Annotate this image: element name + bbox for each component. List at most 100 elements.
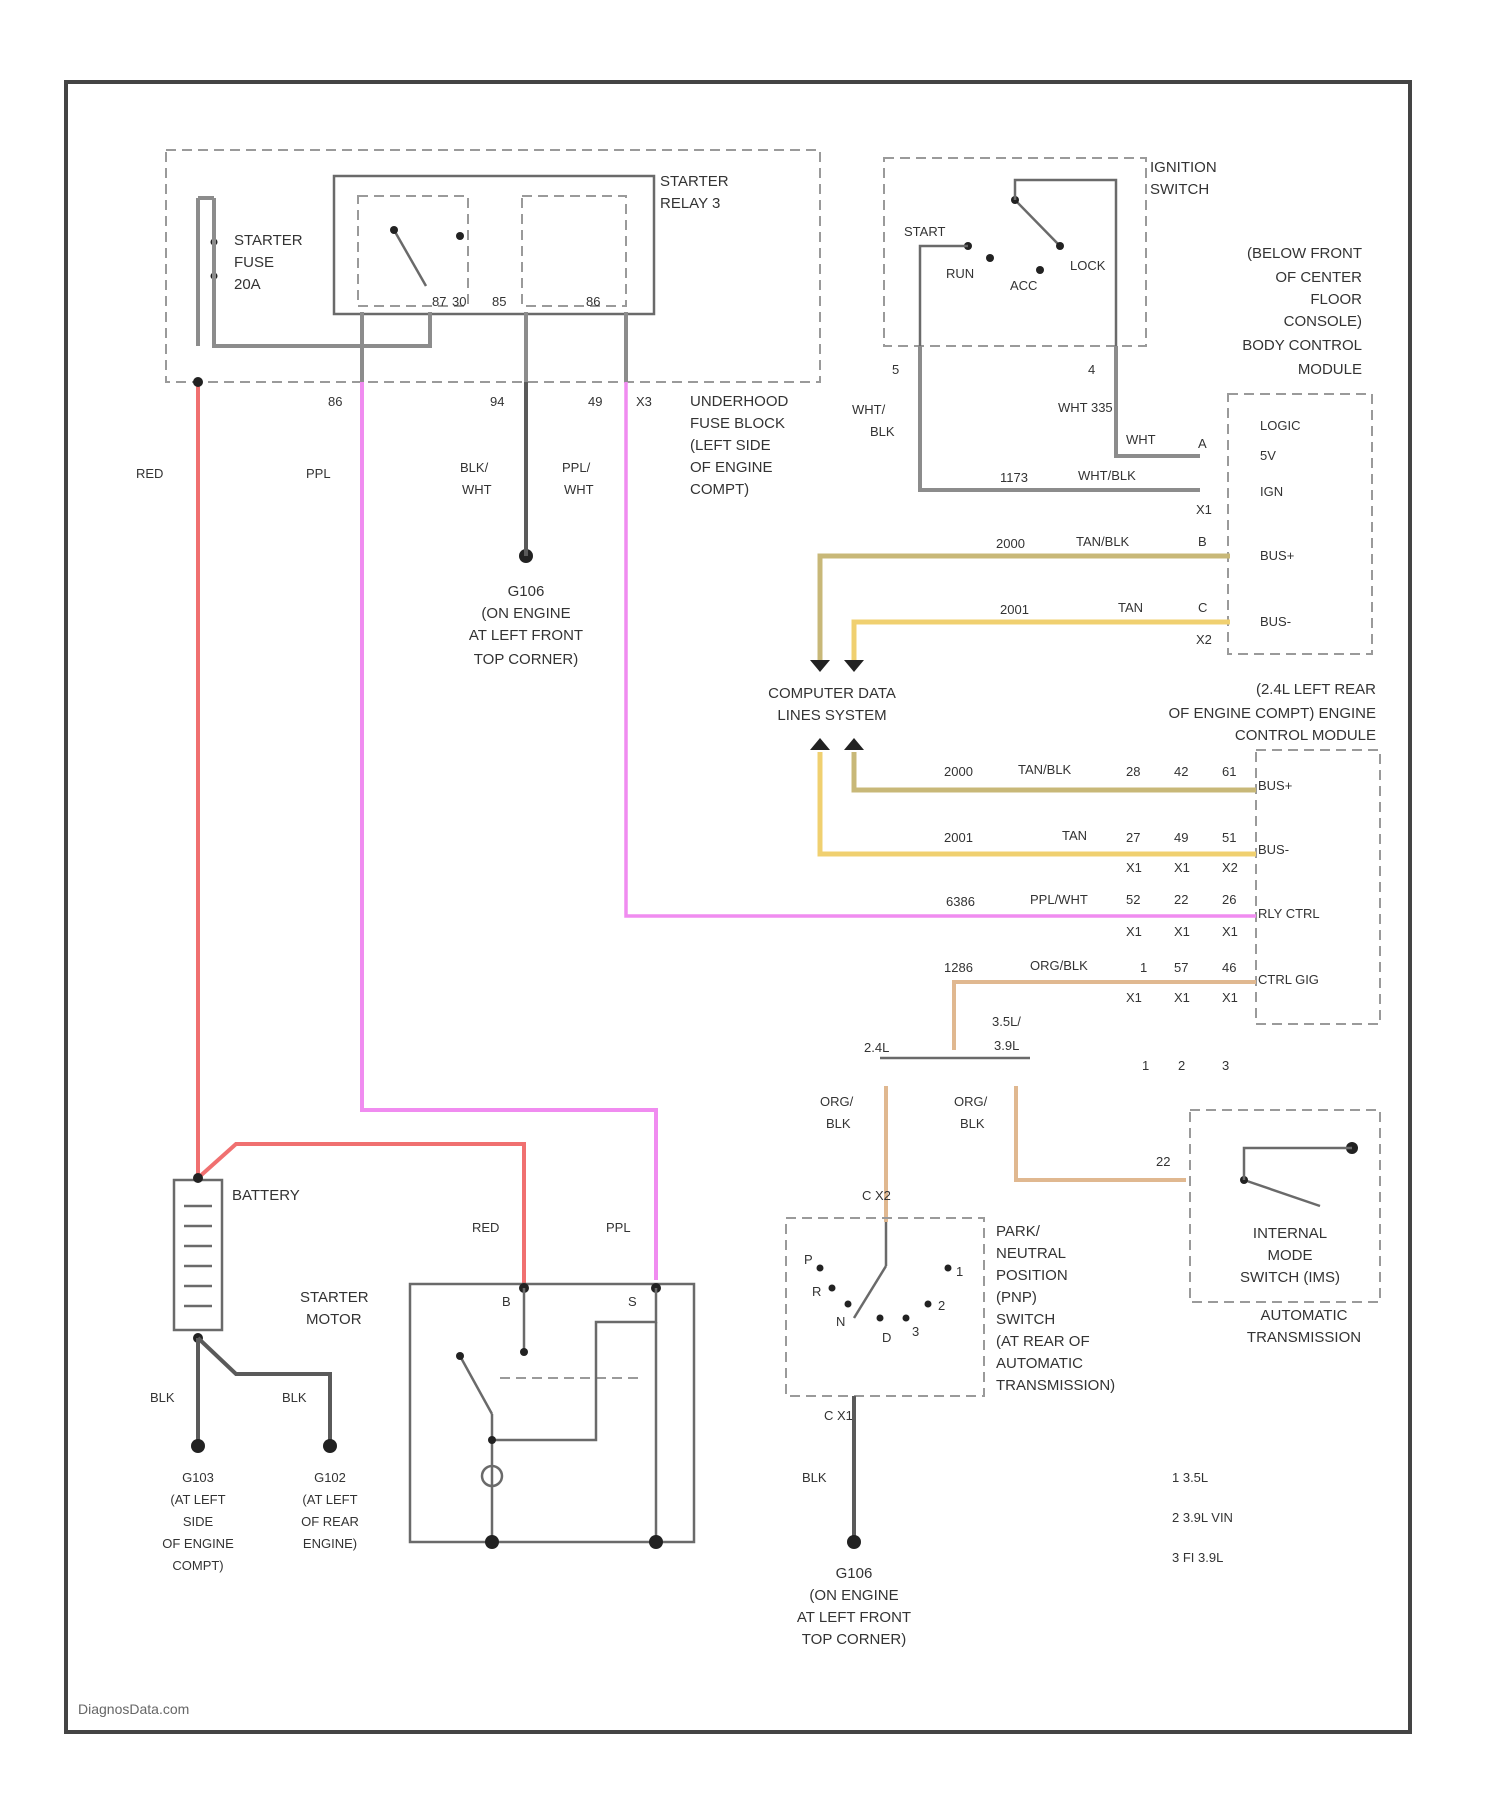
wire-ppl-1: PPL [306, 466, 331, 481]
motor-ground-1 [485, 1535, 499, 1549]
ecm-pin-ctrl-gig: CTRL GIG [1258, 972, 1319, 987]
ims-label-1: INTERNAL [1253, 1225, 1327, 1242]
starter-fuse-label-3: 20A [234, 276, 261, 293]
relay-pin-86: 86 [586, 294, 600, 309]
wire-blk-pnp: BLK [802, 1470, 827, 1485]
ims-switch-contact [1244, 1180, 1320, 1206]
g103-label-5: COMPT) [172, 1558, 223, 1573]
ign-wire-wht-blk-2b: WHT/BLK [1078, 468, 1136, 483]
ecm-row3-c: 26 [1222, 892, 1236, 907]
diagram-frame [66, 82, 1410, 1732]
ign-acc-label: ACC [1010, 278, 1037, 293]
wire-blk-1: BLK [150, 1390, 175, 1405]
ecm-row1-b: 42 [1174, 764, 1188, 779]
relay-contact-stop [456, 232, 464, 240]
motor-solenoid-contact [460, 1356, 492, 1414]
bus-minus-upper-wire [854, 622, 1230, 660]
g102-label-1: G102 [314, 1470, 346, 1485]
fuse-to-relay-wire [214, 198, 430, 346]
ecm-row3-b: 22 [1174, 892, 1188, 907]
solenoid-coil-wire [492, 1288, 656, 1440]
motor-contact-pivot [456, 1352, 464, 1360]
ign-start-label: START [904, 224, 945, 239]
relay-pin-85: 85 [492, 294, 506, 309]
ign-wire-1173: 1173 [1000, 470, 1028, 485]
ign-start-wire [920, 346, 1200, 490]
fuse-block-pin-x3: X3 [636, 394, 652, 409]
ecm-conn-x2-c: X2 [1222, 860, 1238, 875]
wire-6386: 6386 [946, 894, 975, 909]
ecm-pin-rly-ctrl: RLY CTRL [1258, 906, 1320, 921]
ecm-row3-a: 52 [1126, 892, 1140, 907]
ign-wire-wht-blk-1: WHT/ [852, 402, 886, 417]
wire-red-2: RED [472, 1220, 499, 1235]
wire-2000-upper: 2000 [996, 536, 1025, 551]
pnp-1-dot [945, 1265, 952, 1272]
ecm-row2-b: 49 [1174, 830, 1188, 845]
pnp-pos-2: 2 [938, 1298, 945, 1313]
wire-ppl-wht-2: WHT [564, 482, 594, 497]
ign-lock-label: LOCK [1070, 258, 1106, 273]
bcm-label-3: FLOOR [1310, 291, 1362, 308]
wire-org-blk-l-2: BLK [826, 1116, 851, 1131]
wire-tan-blk-upper: TAN/BLK [1076, 534, 1130, 549]
relay-contact-pivot [390, 226, 398, 234]
wire-org-blk-ecm: ORG/BLK [1030, 958, 1088, 973]
wire-org-blk-r-1: ORG/ [954, 1094, 988, 1109]
ign-acc-dot [1036, 266, 1044, 274]
data-arrow-down-1 [810, 660, 830, 672]
bcm-small-c: C [1198, 600, 1207, 615]
relay-switch-box [358, 196, 468, 306]
g103-ground-icon [191, 1439, 205, 1453]
ims-label-3: SWITCH (IMS) [1240, 1269, 1340, 1286]
underhood-label-5: COMPT) [690, 481, 749, 498]
pnp-n-dot [845, 1301, 852, 1308]
g106-bottom-label-4: TOP CORNER) [802, 1631, 906, 1648]
pnp-conn-top: C X2 [862, 1188, 891, 1203]
wire-tan-blk-lower: TAN/BLK [1018, 762, 1072, 777]
ecm-conn-x1-a: X1 [1126, 860, 1142, 875]
motor-pin-s: S [628, 1294, 637, 1309]
ecm-row4-b: 57 [1174, 960, 1188, 975]
pnp-pos-r: R [812, 1284, 821, 1299]
wire-2001-upper: 2001 [1000, 602, 1029, 617]
wire-tan-lower: TAN [1062, 828, 1087, 843]
bcm-small-a: A [1198, 436, 1207, 451]
ecm-note-3: 3 [1222, 1058, 1229, 1073]
g106-top-label-4: TOP CORNER) [474, 651, 578, 668]
data-lines-label-1: COMPUTER DATA [768, 685, 896, 702]
pnp-pos-d: D [882, 1330, 891, 1345]
split-label-left: 2.4L [864, 1040, 889, 1055]
bcm-box [1228, 394, 1372, 654]
ignition-switch-contact [1015, 200, 1060, 246]
pnp-label-6: (AT REAR OF [996, 1333, 1090, 1350]
relay-pin-30: 30 [452, 294, 466, 309]
g102-ground-icon [323, 1439, 337, 1453]
bcm-small-b: B [1198, 534, 1207, 549]
wire-1286: 1286 [944, 960, 973, 975]
g103-label-2: (AT LEFT [170, 1492, 225, 1507]
ecm-label-1: (2.4L LEFT REAR [1256, 681, 1376, 698]
starter-relay-label-1: STARTER [660, 173, 729, 190]
ecm-conn-x1-h: X1 [1222, 990, 1238, 1005]
battery-ground-wire-2 [198, 1338, 330, 1446]
g103-label-3: SIDE [183, 1514, 214, 1529]
pnp-d-dot [877, 1315, 884, 1322]
ims-pin-22: 22 [1156, 1154, 1170, 1169]
pnp-label-8: TRANSMISSION) [996, 1377, 1115, 1394]
split-label-right-1: 3.5L/ [992, 1014, 1021, 1029]
ecm-conn-x1-b: X1 [1174, 860, 1190, 875]
ign-lock-dot [1056, 242, 1064, 250]
g102-label-4: ENGINE) [303, 1536, 357, 1551]
ecm-pin-bus-plus: BUS+ [1258, 778, 1292, 793]
g102-label-3: OF REAR [301, 1514, 359, 1529]
bcm-label-6: MODULE [1298, 361, 1362, 378]
data-lines-label-2: LINES SYSTEM [777, 707, 886, 724]
relay-coil-box [522, 196, 626, 306]
wire-red-1: RED [136, 466, 163, 481]
underhood-label-2: FUSE BLOCK [690, 415, 785, 432]
starter-motor-label-1: STARTER [300, 1289, 369, 1306]
motor-pin-b: B [502, 1294, 511, 1309]
fuse-block-pin-86: 86 [328, 394, 342, 409]
pnp-2-dot [925, 1301, 932, 1308]
